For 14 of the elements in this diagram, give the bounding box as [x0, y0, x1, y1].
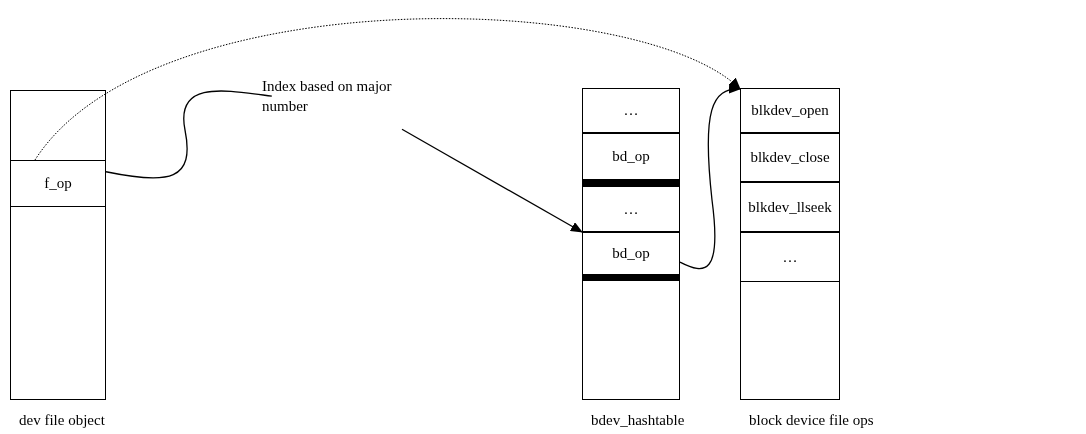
table-cell: …	[740, 232, 840, 282]
column-caption: bdev_hashtable	[591, 411, 686, 430]
connector	[105, 90, 273, 179]
connector	[401, 128, 583, 233]
table-cell: blkdev_open	[740, 88, 840, 133]
column-caption: dev file object	[19, 411, 106, 430]
annotation-text: Index based on major number	[262, 76, 402, 132]
dotted-connector	[34, 18, 741, 161]
table-cell: blkdev_llseek	[740, 182, 840, 232]
column-caption: block device file ops	[749, 411, 875, 430]
table-cell: …	[582, 88, 680, 133]
table-cell: f_op	[10, 160, 106, 207]
table-cell: blkdev_close	[740, 133, 840, 182]
connector	[679, 84, 741, 270]
